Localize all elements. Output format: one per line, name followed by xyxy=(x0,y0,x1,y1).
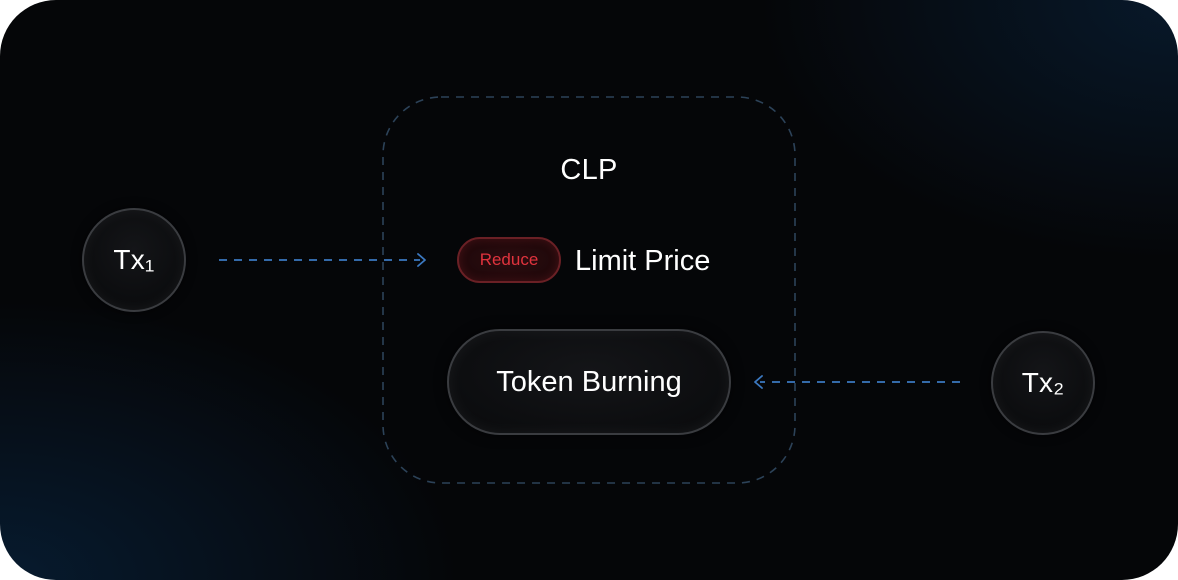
tx2-label: Tx₂ xyxy=(1021,367,1065,398)
limit-price-label: Limit Price xyxy=(575,245,711,277)
reduce-badge-label: Reduce xyxy=(479,250,539,269)
token-burning-label: Token Burning xyxy=(496,365,682,398)
group-title: CLP xyxy=(560,154,618,186)
tx2-node: Tx₂ xyxy=(991,331,1095,435)
tx1-node: Tx₁ xyxy=(82,208,186,312)
reduce-badge: Reduce xyxy=(457,237,561,283)
tx1-label: Tx₁ xyxy=(113,244,155,275)
tx2-arrow-head xyxy=(754,375,763,389)
token-burning-node: Token Burning xyxy=(447,329,731,435)
tx1-arrow-head xyxy=(417,253,426,267)
